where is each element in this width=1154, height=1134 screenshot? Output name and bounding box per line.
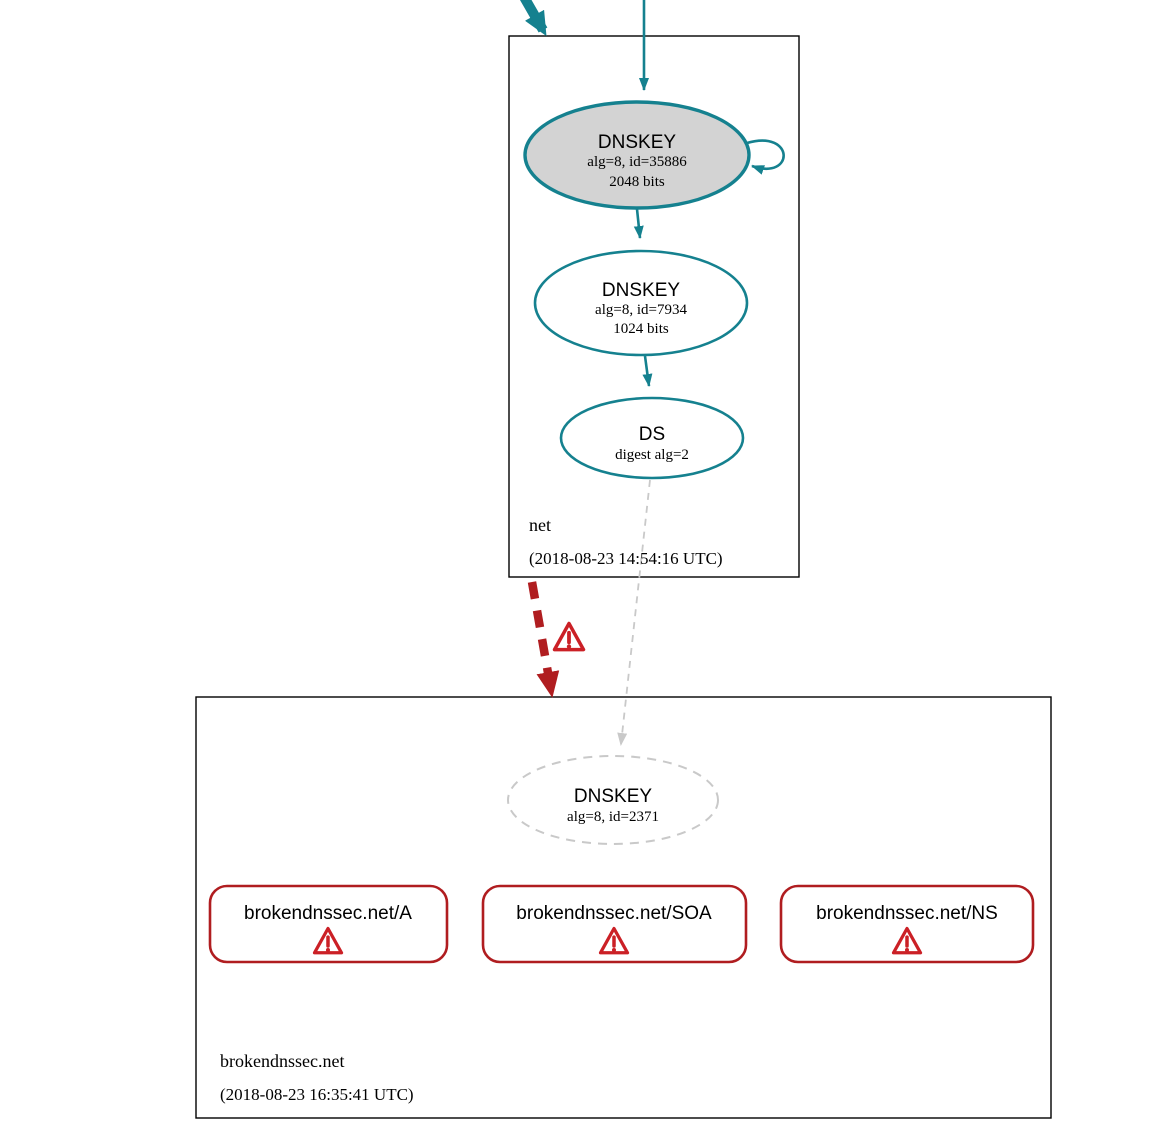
- ksk-signs-zsk-arrow: [633, 208, 644, 239]
- rrset-soa-label: brokendnssec.net/SOA: [516, 903, 712, 924]
- zone-net-timestamp: (2018-08-23 14:54:16 UTC): [529, 549, 723, 568]
- zone-brokendnssec-label: brokendnssec.net: [220, 1051, 344, 1071]
- child-dnskey-ellipse[interactable]: [507, 755, 719, 845]
- rrset-a-node[interactable]: brokendnssec.net/A: [208, 884, 449, 964]
- rrset-soa-node[interactable]: brokendnssec.net/SOA: [481, 884, 748, 964]
- rrset-soa-box[interactable]: [481, 884, 748, 964]
- ksk-self-sign-loop-arrow: [746, 139, 785, 175]
- zsk-detail2: 1024 bits: [613, 321, 669, 337]
- ksk-detail2: 2048 bits: [609, 174, 665, 190]
- ds-ellipse[interactable]: [559, 396, 745, 480]
- rrset-ns-label: brokendnssec.net/NS: [816, 903, 998, 924]
- zsk-detail1: alg=8, id=7934: [595, 302, 687, 318]
- node-dnskey-child[interactable]: DNSKEY alg=8, id=2371: [507, 755, 719, 845]
- zone-net-label: net: [529, 515, 551, 535]
- rrset-ns-box[interactable]: [779, 884, 1035, 964]
- child-dnskey-detail1: alg=8, id=2371: [567, 809, 659, 825]
- zone-brokendnssec-timestamp: (2018-08-23 16:35:41 UTC): [220, 1085, 414, 1104]
- rrset-a-label: brokendnssec.net/A: [244, 903, 412, 924]
- ds-to-child-dnskey-dashed-arrow: [617, 479, 651, 746]
- broken-delegation-arrow: [527, 581, 560, 698]
- warning-icon: [552, 621, 586, 652]
- node-ds[interactable]: DS digest alg=2: [559, 396, 745, 480]
- child-dnskey-title: DNSKEY: [574, 786, 652, 807]
- ds-title: DS: [639, 424, 665, 445]
- zsk-ellipse[interactable]: [533, 249, 749, 357]
- ksk-ellipse[interactable]: [523, 100, 751, 210]
- zsk-title: DNSKEY: [602, 280, 680, 301]
- ksk-title: DNSKEY: [598, 132, 676, 153]
- ksk-detail1: alg=8, id=35886: [587, 154, 687, 170]
- rrset-a-box[interactable]: [208, 884, 449, 964]
- node-dnskey-ksk[interactable]: DNSKEY alg=8, id=35886 2048 bits: [523, 100, 751, 210]
- dnskey-to-ds-arrow: [642, 355, 653, 387]
- ds-detail1: digest alg=2: [615, 447, 689, 463]
- node-dnskey-zsk[interactable]: DNSKEY alg=8, id=7934 1024 bits: [533, 249, 749, 357]
- incoming-delegation-arrow: [519, 0, 548, 37]
- rrset-ns-node[interactable]: brokendnssec.net/NS: [779, 884, 1035, 964]
